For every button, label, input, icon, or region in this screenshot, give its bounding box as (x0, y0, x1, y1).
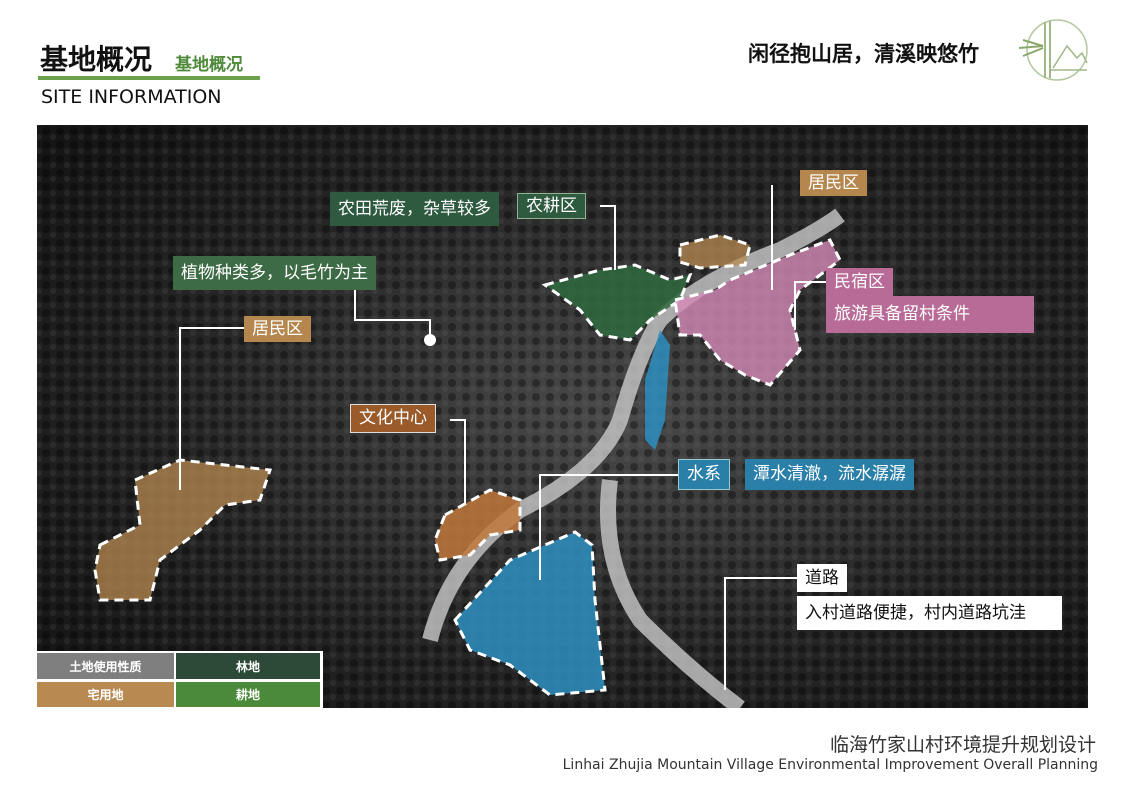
residence-left-zone (93, 458, 273, 602)
page-subtitle: 基地概况 (175, 55, 243, 75)
homestay-label: 民宿区 (826, 268, 893, 296)
leader-lines (179, 185, 826, 690)
plants-note: 植物种类多，以毛竹为主 (173, 256, 376, 290)
legend-forest: 林地 (176, 653, 320, 679)
legend-header: 土地使用性质 (37, 653, 174, 679)
residence-left-label: 居民区 (244, 316, 311, 342)
stream (645, 330, 670, 450)
water-label: 水系 (678, 459, 730, 490)
legend-farmland: 耕地 (176, 682, 320, 707)
bamboo-mountain-logo (1018, 19, 1088, 81)
road-label: 道路 (797, 564, 847, 592)
legend-residential: 宅用地 (37, 682, 174, 707)
legend: 土地使用性质 林地 宅用地 耕地 (35, 651, 323, 709)
farmland-label: 农耕区 (517, 193, 586, 219)
title-underline (38, 76, 260, 80)
water-note: 潭水清澈，流水潺潺 (745, 459, 914, 490)
residence-top-zone (678, 233, 752, 270)
footer-title-en: Linhai Zhujia Mountain Village Environme… (562, 757, 1098, 773)
page-title: 基地概况 (40, 43, 153, 76)
farmland-note: 农田荒废，杂草较多 (330, 192, 499, 226)
culture-zone (433, 488, 522, 562)
farmland-zone (541, 263, 693, 342)
residence-top-label: 居民区 (800, 170, 867, 196)
footer-title-cn: 临海竹家山村环境提升规划设计 (829, 734, 1096, 756)
water-pond (453, 530, 607, 697)
road-note: 入村道路便捷，村内道路坑洼 (797, 596, 1062, 630)
culture-label: 文化中心 (350, 404, 436, 433)
homestay-note: 旅游具备留村条件 (826, 296, 1034, 333)
slogan: 闲径抱山居，清溪映悠竹 (748, 42, 979, 66)
page-title-en: SITE INFORMATION (41, 86, 222, 108)
homestay-zone (673, 238, 842, 387)
